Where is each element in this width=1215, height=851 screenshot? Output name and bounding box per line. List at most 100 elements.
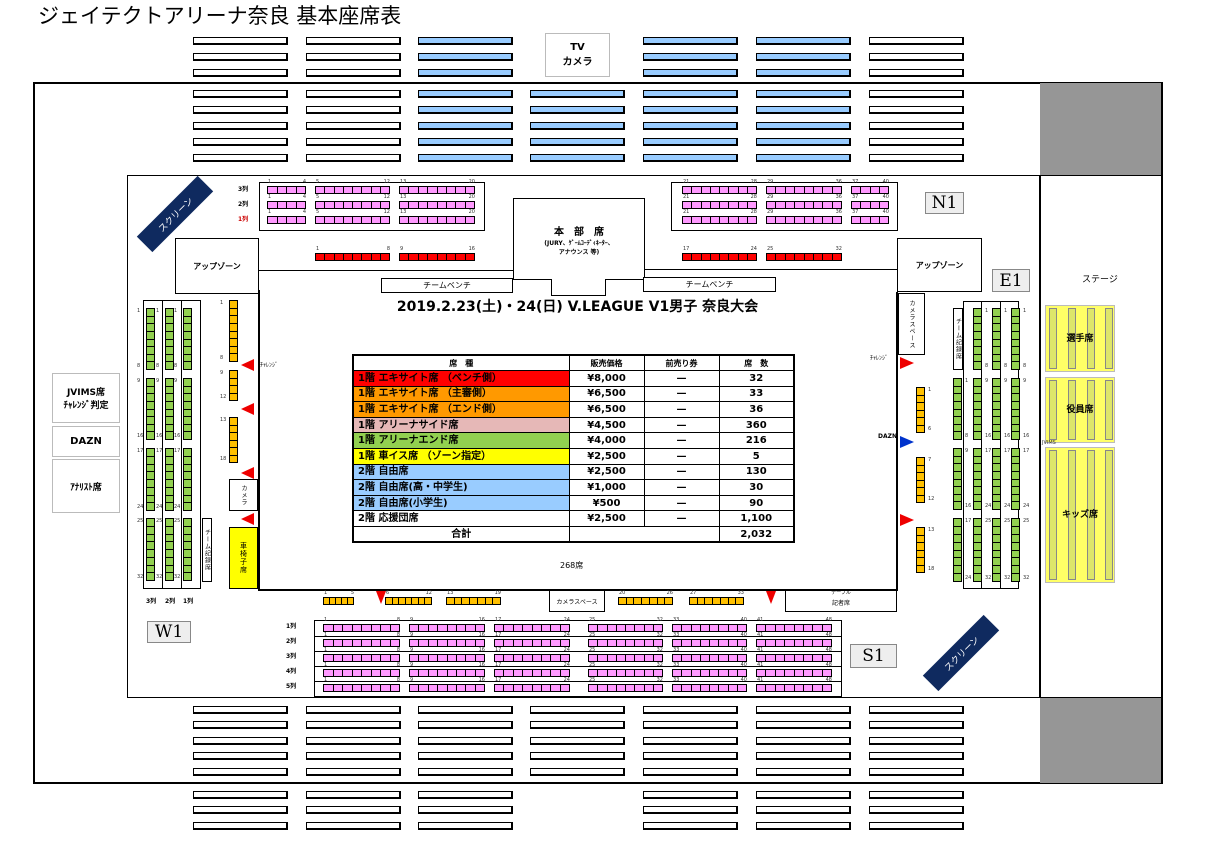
seat[interactable] [400,187,410,193]
seat[interactable] [654,670,662,676]
seat[interactable] [823,202,833,208]
seat[interactable] [1012,464,1019,472]
seat[interactable] [184,527,191,535]
seat[interactable] [993,558,1000,567]
seat[interactable] [353,202,363,208]
seat[interactable] [523,685,533,691]
seat[interactable] [1012,551,1019,559]
seat[interactable] [917,496,924,503]
seat[interactable] [767,202,777,208]
seat[interactable] [917,403,924,411]
seat[interactable] [974,317,981,325]
seat[interactable] [635,670,645,676]
seat[interactable] [429,625,439,631]
seat[interactable] [495,625,505,631]
seat[interactable] [147,496,154,504]
seat[interactable] [147,410,154,418]
seat[interactable] [974,394,981,402]
seat[interactable] [504,670,514,676]
seat[interactable] [954,387,961,395]
seat[interactable] [757,685,767,691]
seat[interactable] [813,655,823,661]
seat[interactable] [805,187,814,193]
seat[interactable] [654,685,662,691]
seat[interactable] [711,217,720,223]
seat[interactable] [391,640,400,646]
seat[interactable] [805,254,814,260]
seat[interactable] [344,217,353,223]
seat[interactable] [542,655,552,661]
seat[interactable] [795,685,804,691]
seat[interactable] [184,503,191,510]
seat[interactable] [692,187,702,193]
seat[interactable] [804,670,814,676]
seat[interactable] [466,670,476,676]
seat[interactable] [729,254,739,260]
seat[interactable] [448,625,457,631]
seat[interactable] [466,202,474,208]
seat[interactable] [823,640,831,646]
seat[interactable] [334,685,343,691]
seat[interactable] [429,640,439,646]
seat[interactable] [448,685,457,691]
seat[interactable] [476,670,484,676]
seat[interactable] [561,670,569,676]
seat[interactable] [776,217,786,223]
seat[interactable] [833,187,841,193]
seat[interactable] [336,598,342,604]
seat[interactable] [1012,387,1019,395]
seat[interactable] [147,566,154,574]
seat[interactable] [786,217,796,223]
seat[interactable] [523,670,533,676]
seat[interactable] [184,332,191,340]
seat[interactable] [1012,324,1019,332]
seat[interactable] [682,670,692,676]
seat[interactable] [230,309,237,317]
seat[interactable] [166,309,173,317]
seat[interactable] [823,625,831,631]
seat[interactable] [701,625,710,631]
seat[interactable] [974,551,981,559]
seat[interactable] [184,566,191,574]
seat[interactable] [589,685,599,691]
seat[interactable] [954,449,961,457]
seat[interactable] [917,536,924,543]
seat[interactable] [1012,347,1019,355]
seat[interactable] [419,685,429,691]
seat[interactable] [711,254,720,260]
seat[interactable] [184,425,191,433]
seat[interactable] [184,496,191,504]
seat[interactable] [147,417,154,425]
seat[interactable] [692,685,701,691]
seat[interactable] [409,202,419,208]
seat[interactable] [476,655,484,661]
seat[interactable] [645,655,654,661]
seat[interactable] [954,464,961,472]
seat[interactable] [993,535,1000,543]
seat[interactable] [448,640,457,646]
seat[interactable] [634,598,643,604]
seat[interactable] [954,487,961,495]
seat[interactable] [795,217,805,223]
seat[interactable] [362,217,372,223]
seat[interactable] [495,640,505,646]
seat[interactable] [1012,410,1019,418]
seat[interactable] [720,187,730,193]
seat[interactable] [372,254,381,260]
seat[interactable] [184,488,191,496]
seat[interactable] [861,217,871,223]
seat[interactable] [561,625,569,631]
seat[interactable] [665,598,672,604]
seat[interactable] [448,670,457,676]
seat[interactable] [230,441,237,448]
seat[interactable] [316,202,326,208]
seat[interactable] [954,502,961,509]
seat[interactable] [954,558,961,567]
seat[interactable] [184,317,191,325]
seat[interactable] [993,425,1000,433]
seat[interactable] [166,465,173,473]
seat[interactable] [738,670,746,676]
seat[interactable] [823,655,831,661]
seat[interactable] [455,598,463,604]
seat[interactable] [400,217,410,223]
